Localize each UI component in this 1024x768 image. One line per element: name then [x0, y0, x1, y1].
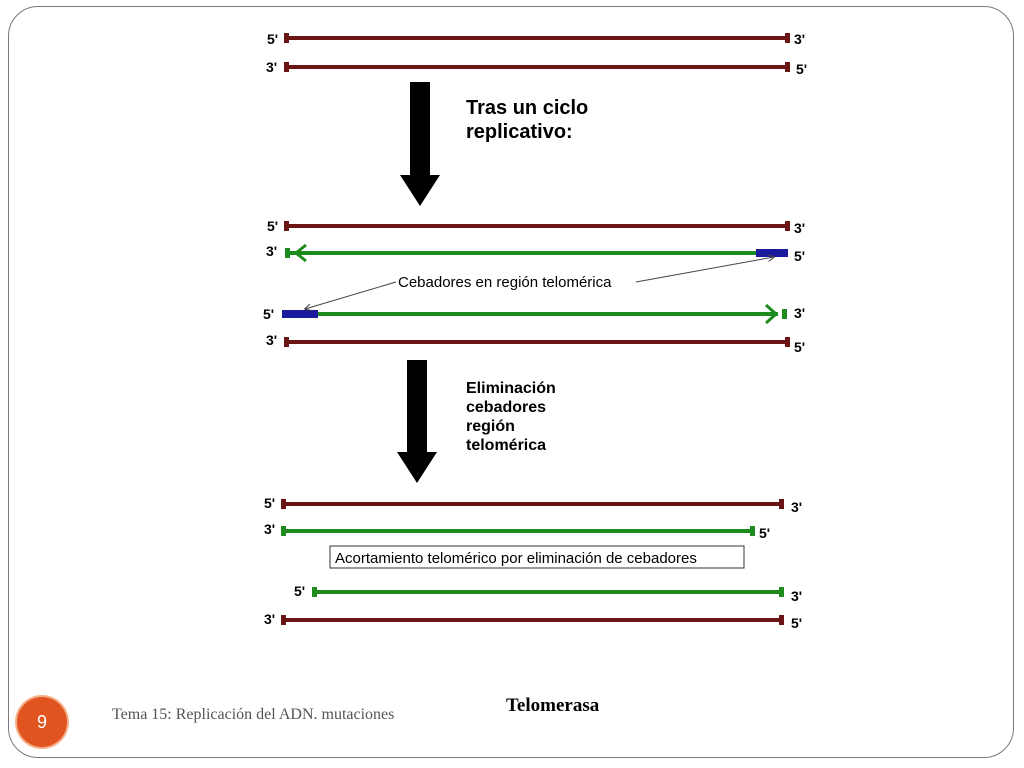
strand-new-shortened-c [312, 587, 784, 597]
end-label: 5' [267, 218, 278, 234]
end-label: 3' [791, 499, 802, 515]
step1-label: Tras un ciclo replicativo: [466, 97, 594, 143]
footer-text: Tema 15: Replicación del ADN. mutaciones [112, 706, 395, 723]
end-label: 3' [264, 521, 275, 537]
primer-block [756, 249, 788, 257]
step1-label-line1: Tras un ciclo [466, 97, 588, 119]
step2-label-line2: cebadores [466, 399, 546, 416]
end-label: 3' [266, 332, 277, 348]
strand-new-c [282, 303, 787, 325]
strand-new-b [285, 243, 788, 263]
strand-parental-d [284, 337, 790, 347]
end-label: 5' [264, 495, 275, 511]
down-arrow-icon [400, 82, 440, 206]
end-label: 5' [796, 61, 807, 77]
strand-parental-bottom [284, 62, 790, 72]
strand-parental-a [281, 499, 784, 509]
end-label: 3' [791, 588, 802, 604]
end-label: 3' [794, 305, 805, 321]
step2-label-line1: Eliminación [466, 380, 556, 397]
end-label: 3' [264, 611, 275, 627]
step2-label-line3: región [466, 418, 515, 435]
stage1-parental-duplex: 5' 3' 3' 5' [266, 31, 807, 77]
step2-label-line4: telomérica [466, 437, 546, 454]
shortening-note-box: Acortamiento telomérico por eliminación … [329, 545, 745, 569]
end-label: 5' [267, 31, 278, 47]
end-label: 3' [794, 220, 805, 236]
primer-note: Cebadores en región telomérica [398, 274, 612, 291]
end-label: 5' [759, 525, 770, 541]
end-label: 5' [791, 615, 802, 631]
end-label: 5' [263, 306, 274, 322]
end-label: 3' [266, 243, 277, 259]
step1-label-line2: replicativo: [466, 121, 573, 143]
shortening-note: Acortamiento telomérico por eliminación … [335, 550, 697, 567]
end-label: 5' [794, 248, 805, 264]
slide-caption: Telomerasa [506, 695, 600, 716]
end-label: 5' [294, 583, 305, 599]
end-label: 3' [266, 59, 277, 75]
stage2-replicated-with-primers: 5' 3' 3' 5' 5' 3' 3' 5' Cebadores en reg… [263, 218, 805, 355]
slide-frame [8, 6, 1014, 758]
page-number-badge: 9 [17, 697, 67, 747]
primer-block [282, 310, 318, 318]
end-label: 5' [794, 339, 805, 355]
strand-parental-d [281, 615, 784, 625]
end-label: 3' [794, 31, 805, 47]
primer-pointer-lines [305, 257, 774, 309]
down-arrow-icon [397, 360, 437, 483]
strand-parental-top [284, 33, 790, 43]
strand-new-shortened-b [281, 526, 755, 536]
stage3-shortened-strands: Acortamiento telomérico por eliminación … [264, 495, 802, 631]
page-number: 9 [36, 711, 47, 732]
strand-parental-a [284, 221, 790, 231]
step2-label: Eliminación cebadores región telomérica [466, 380, 560, 454]
